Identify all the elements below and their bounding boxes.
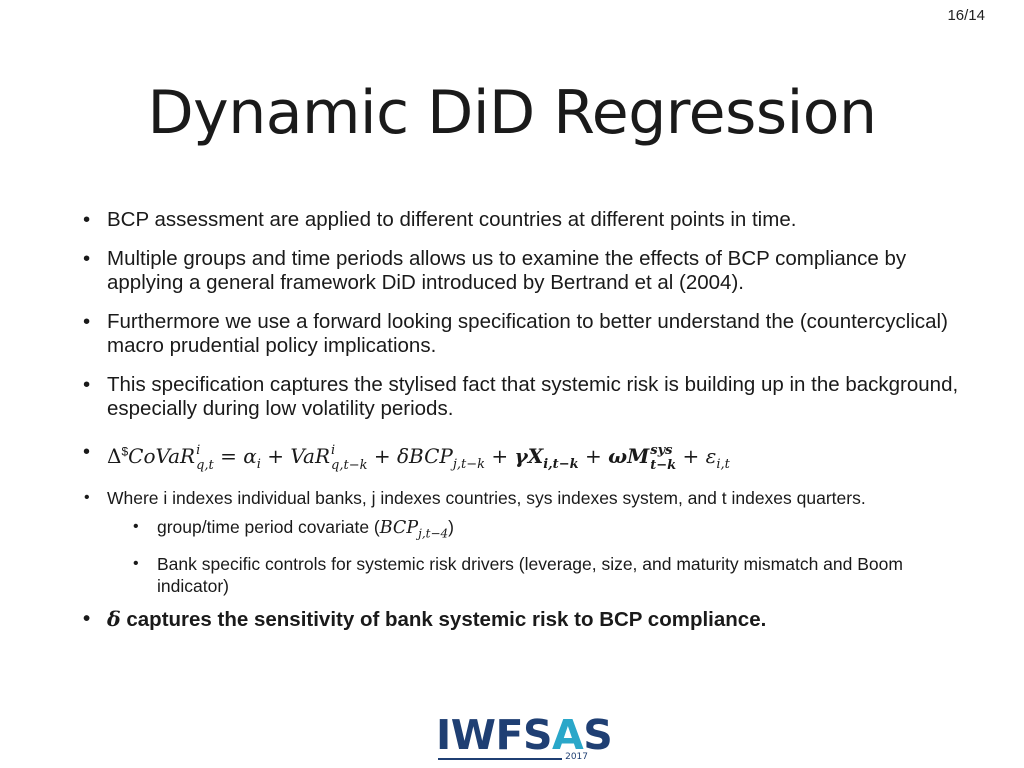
bullet-text: This specification captures the stylised…: [107, 372, 959, 421]
where-text: Where i indexes individual banks, j inde…: [107, 488, 866, 509]
bullet-dot: •: [83, 246, 91, 270]
page-number: 16/14: [947, 7, 985, 24]
bullet-item: • Furthermore we use a forward looking s…: [80, 310, 960, 359]
bullet-dot: •: [83, 606, 91, 630]
slide-title: Dynamic DiD Regression: [147, 78, 877, 148]
controls-text: Bank specific controls for systemic risk…: [157, 553, 903, 596]
bullet-item: • Multiple groups and time periods allow…: [80, 247, 960, 296]
covariate-text: group/time period covariate (BCPj,t−4): [157, 517, 454, 541]
bullet-dot: •: [83, 208, 91, 231]
bullet-text: BCP assessment are applied to different …: [107, 208, 797, 231]
logo-underline: [438, 758, 562, 760]
logo-year: 2017: [565, 752, 588, 762]
conclusion-bullet: • δ captures the sensitivity of bank sys…: [80, 607, 960, 632]
bullet-item: • BCP assessment are applied to differen…: [80, 208, 960, 233]
bullet-dot: •: [83, 309, 91, 333]
bullet-text: Furthermore we use a forward looking spe…: [107, 309, 948, 358]
sub-bullet-item: • Bank specific controls for systemic ri…: [130, 553, 960, 597]
bullet-dot: •: [83, 440, 91, 463]
bullet-text: Multiple groups and time periods allows …: [107, 246, 907, 295]
conclusion-text: δ captures the sensitivity of bank syste…: [107, 606, 767, 631]
where-bullet: • Where i indexes individual banks, j in…: [80, 487, 960, 509]
bullet-dot: •: [84, 489, 90, 507]
bullet-list: • BCP assessment are applied to differen…: [80, 208, 960, 632]
logo-wordmark: IWFSAS: [436, 711, 613, 759]
sub-bullet-item: • group/time period covariate (BCPj,t−4): [130, 516, 960, 545]
sub-bullet-list: • group/time period covariate (BCPj,t−4)…: [130, 516, 960, 597]
iwfsas-logo: IWFSAS 2017: [436, 711, 613, 764]
bullet-item: • This specification captures the stylis…: [80, 373, 960, 422]
bullet-dot: •: [83, 372, 91, 396]
bullet-dot: •: [133, 518, 139, 536]
bullet-dot: •: [133, 554, 139, 572]
